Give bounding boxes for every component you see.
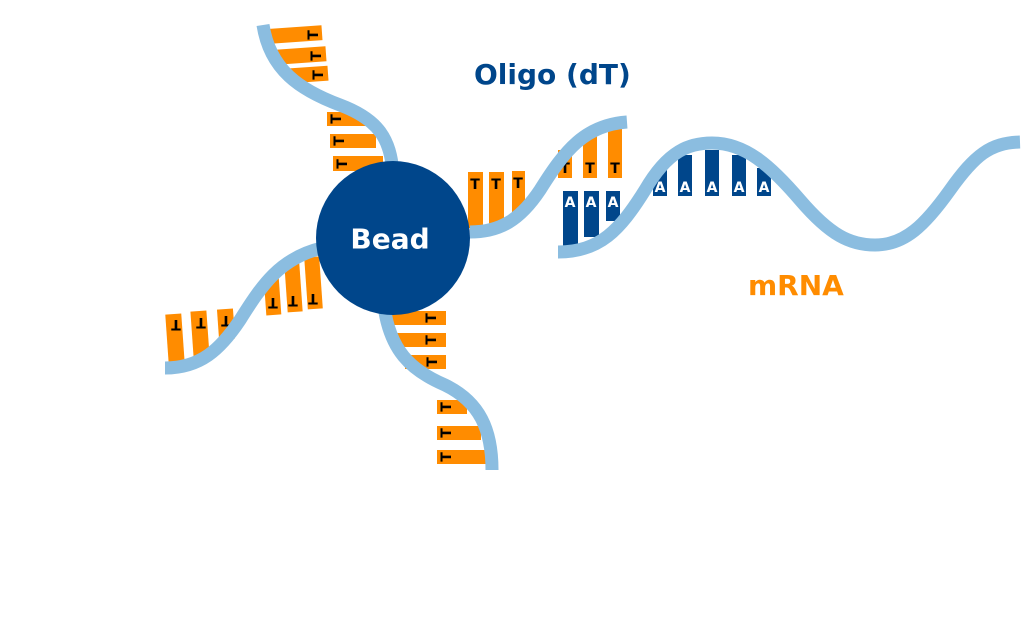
thymine-base: T bbox=[437, 450, 489, 464]
adenine-base: A bbox=[705, 150, 719, 196]
svg-text:T: T bbox=[424, 313, 440, 323]
thymine-base: T bbox=[190, 310, 210, 358]
svg-text:T: T bbox=[311, 70, 327, 80]
svg-text:A: A bbox=[707, 180, 718, 196]
svg-text:T: T bbox=[288, 292, 298, 308]
bead: Bead bbox=[316, 161, 470, 315]
svg-text:T: T bbox=[306, 30, 322, 40]
svg-text:A: A bbox=[759, 180, 770, 196]
thymine-base: T bbox=[608, 128, 622, 178]
adenine-base: A bbox=[563, 191, 578, 247]
bead-label: Bead bbox=[350, 223, 429, 256]
mrna-strand: A A A A A A A A bbox=[557, 135, 1021, 259]
svg-text:T: T bbox=[513, 176, 523, 192]
svg-text:T: T bbox=[425, 357, 441, 367]
thymine-base: T bbox=[284, 263, 303, 313]
svg-text:T: T bbox=[171, 316, 181, 332]
thymine-base: T bbox=[304, 256, 323, 310]
thymine-base: T bbox=[468, 172, 483, 228]
thymine-base: T bbox=[437, 426, 481, 440]
svg-text:A: A bbox=[680, 180, 691, 196]
oligo-strand-left: T T T T T T bbox=[164, 241, 324, 375]
oligo-strand-top: T T T T T T bbox=[256, 23, 400, 173]
adenine-base: A bbox=[606, 191, 620, 221]
thymine-base: T bbox=[489, 172, 504, 224]
oligo-strand-bottom: T T T T T T bbox=[377, 305, 499, 471]
thymine-base: T bbox=[392, 311, 446, 325]
svg-text:T: T bbox=[424, 335, 440, 345]
oligo-dt-label: Oligo (dT) bbox=[474, 58, 631, 91]
svg-text:T: T bbox=[332, 136, 348, 146]
adenine-base: A bbox=[732, 155, 746, 196]
svg-text:A: A bbox=[734, 180, 745, 196]
thymine-base: T bbox=[165, 313, 185, 365]
svg-text:T: T bbox=[439, 452, 455, 462]
thymine-base: T bbox=[437, 400, 467, 414]
svg-text:T: T bbox=[335, 159, 351, 169]
svg-text:T: T bbox=[585, 161, 595, 177]
svg-text:T: T bbox=[196, 314, 206, 330]
svg-text:T: T bbox=[470, 177, 480, 193]
thymine-base: T bbox=[395, 333, 446, 347]
svg-text:A: A bbox=[565, 195, 576, 211]
svg-text:T: T bbox=[439, 428, 455, 438]
svg-text:A: A bbox=[655, 180, 666, 196]
mrna-label: mRNA bbox=[748, 269, 844, 302]
svg-text:T: T bbox=[610, 161, 620, 177]
thymine-base: T bbox=[275, 46, 327, 65]
svg-text:T: T bbox=[439, 402, 455, 412]
thymine-base: T bbox=[583, 134, 597, 178]
svg-text:A: A bbox=[608, 195, 619, 211]
adenine-base: A bbox=[584, 191, 599, 237]
thymine-base: T bbox=[269, 25, 323, 44]
svg-text:T: T bbox=[308, 290, 318, 306]
svg-text:T: T bbox=[329, 114, 345, 124]
svg-text:A: A bbox=[586, 195, 597, 211]
thymine-base: T bbox=[512, 171, 525, 213]
svg-text:T: T bbox=[221, 312, 231, 328]
svg-text:T: T bbox=[491, 177, 501, 193]
thymine-base: T bbox=[330, 134, 376, 148]
oligo-strand-right: T T T T T T bbox=[468, 115, 628, 239]
adenine-base: A bbox=[678, 155, 692, 196]
svg-text:T: T bbox=[268, 294, 278, 310]
svg-text:T: T bbox=[560, 161, 570, 177]
svg-text:T: T bbox=[309, 51, 325, 61]
